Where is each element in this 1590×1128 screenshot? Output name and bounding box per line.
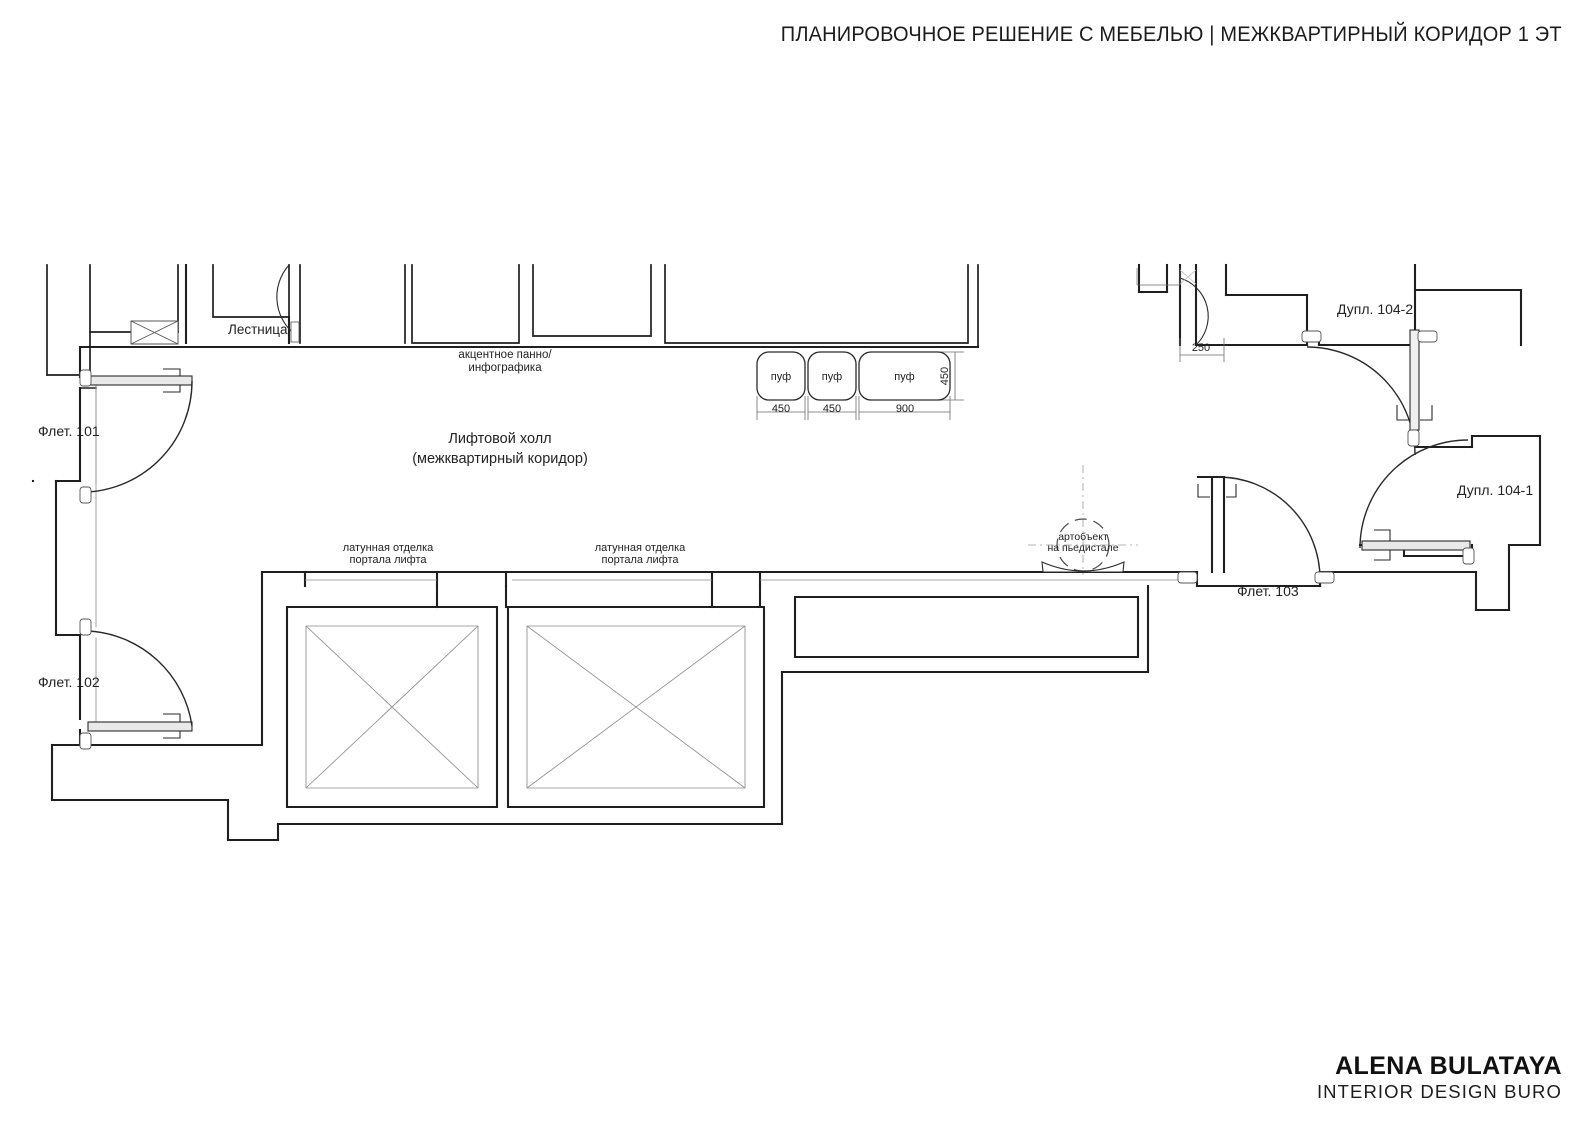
studio-subtitle: INTERIOR DESIGN BURO [1316,1081,1562,1103]
room-label-flat-102: Флет. 102 [38,674,100,690]
note-label-brass-left-1: латунная отделка [343,542,434,554]
wall-geometry [31,263,1542,842]
room-label-dupl-104-1: Дупл. 104-1 [1457,482,1533,498]
note-label-brass-right-1: латунная отделка [595,542,686,554]
room-label-flat-101: Флет. 101 [38,423,100,439]
dimension-lines [756,268,1225,420]
note-label-lift-hall-2: (межквартирный коридор) [412,451,588,467]
puff-3: пуф [858,351,951,401]
studio-logo: ALENA BULATAYA INTERIOR DESIGN BURO [1317,1053,1562,1102]
door-flat-102 [79,618,193,750]
note-label-brass-right-2: портала лифта [602,554,680,566]
dimension-dim-450a: 450 [772,403,790,415]
puff-1-label: пуф [771,371,791,383]
door-symbols [79,264,1475,750]
puff-3-shape [858,351,951,401]
puff-2-label: пуф [822,371,842,383]
dimension-dim-250: 250 [1192,342,1210,354]
dimension-dim-450v: 450 [939,367,951,385]
note-label-brass-left-2: портала лифта [350,554,428,566]
door-staircase [276,264,301,343]
page-title: ПЛАНИРОВОЧНОЕ РЕШЕНИЕ С МЕБЕЛЬЮ | МЕЖКВА… [781,22,1562,46]
door-104-2-inner [1179,269,1209,346]
note-label-accent-panel-1: акцентное панно/ [458,349,552,361]
puff-1-shape [756,351,806,401]
puff-2: пуф [807,351,857,401]
door-flat-101 [79,368,193,504]
room-label-flat-103: Флет. 103 [1237,583,1299,599]
dimension-dim-450b: 450 [823,403,841,415]
puff-furniture-group: пуф пуф пуф [756,351,951,401]
artobject-symbol [1028,465,1138,575]
studio-name: ALENA BULATAYA [1335,1052,1562,1081]
note-label-accent-panel-2: инфографика [468,362,542,374]
note-label-artobject-1: артобъект [1058,531,1108,543]
puff-1: пуф [756,351,806,401]
thin-detail-lines [95,377,1197,789]
room-label-dupl-104-2: Дупл. 104-2 [1337,301,1413,317]
door-dupl-104-1 [1359,429,1475,565]
hatched-riser-box [130,320,179,345]
puff-3-label: пуф [894,371,914,383]
room-label-staircase: Лестница [228,322,288,337]
dimension-dim-900: 900 [896,403,914,415]
dimension-label-group: 250 450 450 900 450 [772,342,1210,415]
note-label-artobject-2: на пьедистале [1047,542,1118,554]
door-flat-103 [1177,476,1335,584]
note-label-lift-hall-1: Лифтовой холл [448,431,551,447]
puff-2-shape [807,351,857,401]
